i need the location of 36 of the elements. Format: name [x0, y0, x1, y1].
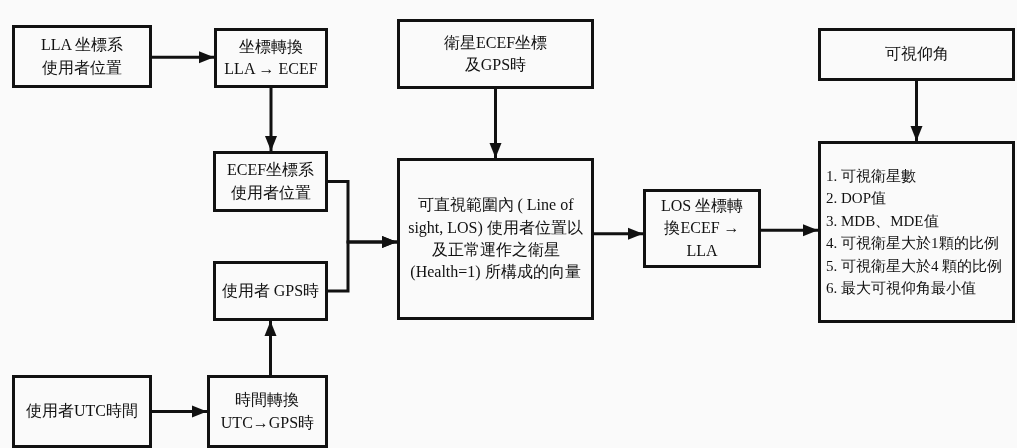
process-box [214, 28, 328, 88]
arrow [265, 88, 277, 151]
arrow [152, 51, 214, 64]
process-box [213, 261, 328, 321]
box-label: 時間轉換UTC→GPS時 [220, 390, 315, 433]
process-box [12, 375, 152, 448]
list-item: 2. DOP值 [826, 189, 886, 208]
box-label: ECEF坐標系使用者位置 [226, 160, 315, 203]
arrow [594, 227, 643, 240]
arrow [489, 89, 502, 158]
box-label: LOS 坐標轉換ECEF → LLA [659, 195, 745, 261]
box-label: 坐標轉換LLA → ECEF [224, 36, 318, 79]
list-item: 3. MDB、MDE值 [826, 211, 939, 231]
arrow [264, 321, 277, 375]
box-label: 可直視範圍內 ( Line of sight, LOS) 使用者位置以及正常運作之衛星 (Health=1) 所構成的向量 [407, 195, 584, 283]
process-box [12, 25, 152, 88]
arrow [328, 236, 397, 293]
arrow [761, 224, 818, 237]
process-box [397, 19, 594, 89]
list-item: 4. 可視衛星大於1顆的比例 [826, 234, 999, 253]
process-box [643, 189, 761, 268]
process-box [207, 375, 328, 448]
process-box [213, 151, 328, 212]
box-label: LLA 坐標系使用者位置 [40, 35, 124, 78]
list-item: 1. 可視衛星數 [826, 166, 916, 186]
process-box [397, 158, 594, 320]
box-label: 使用者UTC時間 [26, 401, 138, 422]
box-label: 衛星ECEF坐標及GPS時 [443, 32, 548, 75]
result-box [818, 141, 1015, 323]
list-item: 5. 可視衛星大於4 顆的比例 [826, 256, 1003, 276]
box-label: 使用者 GPS時 [221, 280, 320, 301]
box-label: 可視仰角 [884, 44, 949, 65]
list-item: 6. 最大可視仰角最小值 [826, 279, 976, 298]
arrow [152, 405, 207, 418]
process-box [818, 28, 1015, 81]
arrow [910, 81, 923, 141]
